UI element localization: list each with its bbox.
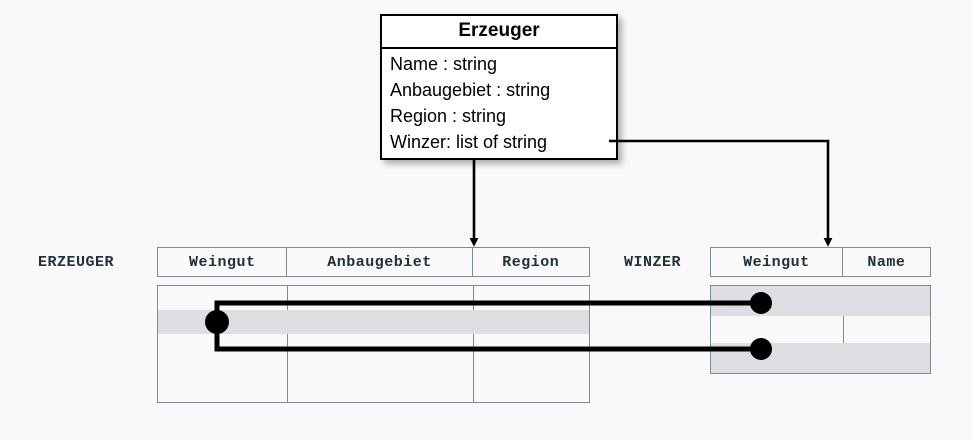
- table-row[interactable]: [158, 286, 589, 310]
- table-label-winzer: WINZER: [624, 254, 682, 271]
- column-header-weingut[interactable]: Weingut: [711, 248, 843, 276]
- uml-attribute-anbaugebiet: Anbaugebiet : string: [390, 80, 551, 100]
- table-body-winzer: [710, 285, 931, 374]
- uml-attribute-winzer: Winzer: list of string: [390, 132, 548, 152]
- uml-attribute-region: Region : string: [390, 106, 507, 126]
- column-divider: [843, 286, 844, 373]
- table-row-highlighted[interactable]: [158, 310, 589, 334]
- table-header-winzer: Weingut Name: [710, 247, 931, 277]
- table-row[interactable]: [711, 316, 930, 343]
- table-row[interactable]: [158, 334, 589, 358]
- table-row-highlighted[interactable]: [711, 343, 930, 373]
- uml-attribute-list: Name : string Anbaugebiet : string Regio…: [382, 49, 616, 158]
- uml-class-box-erzeuger[interactable]: Erzeuger Name : string Anbaugebiet : str…: [380, 14, 618, 160]
- column-header-weingut[interactable]: Weingut: [158, 248, 288, 276]
- table-header-erzeuger: Weingut Anbaugebiet Region: [157, 247, 590, 277]
- table-label-erzeuger: ERZEUGER: [38, 254, 115, 271]
- table-row-highlighted[interactable]: [711, 286, 930, 316]
- mapping-arrow-to-winzer: [609, 139, 833, 247]
- column-header-anbaugebiet[interactable]: Anbaugebiet: [287, 248, 473, 276]
- column-header-name[interactable]: Name: [867, 253, 906, 271]
- uml-class-title: Erzeuger: [382, 16, 616, 49]
- table-body-erzeuger: [157, 285, 590, 403]
- uml-attribute-name: Name : string: [390, 54, 498, 74]
- column-header-region[interactable]: Region: [502, 253, 560, 271]
- table-row[interactable]: [158, 358, 589, 402]
